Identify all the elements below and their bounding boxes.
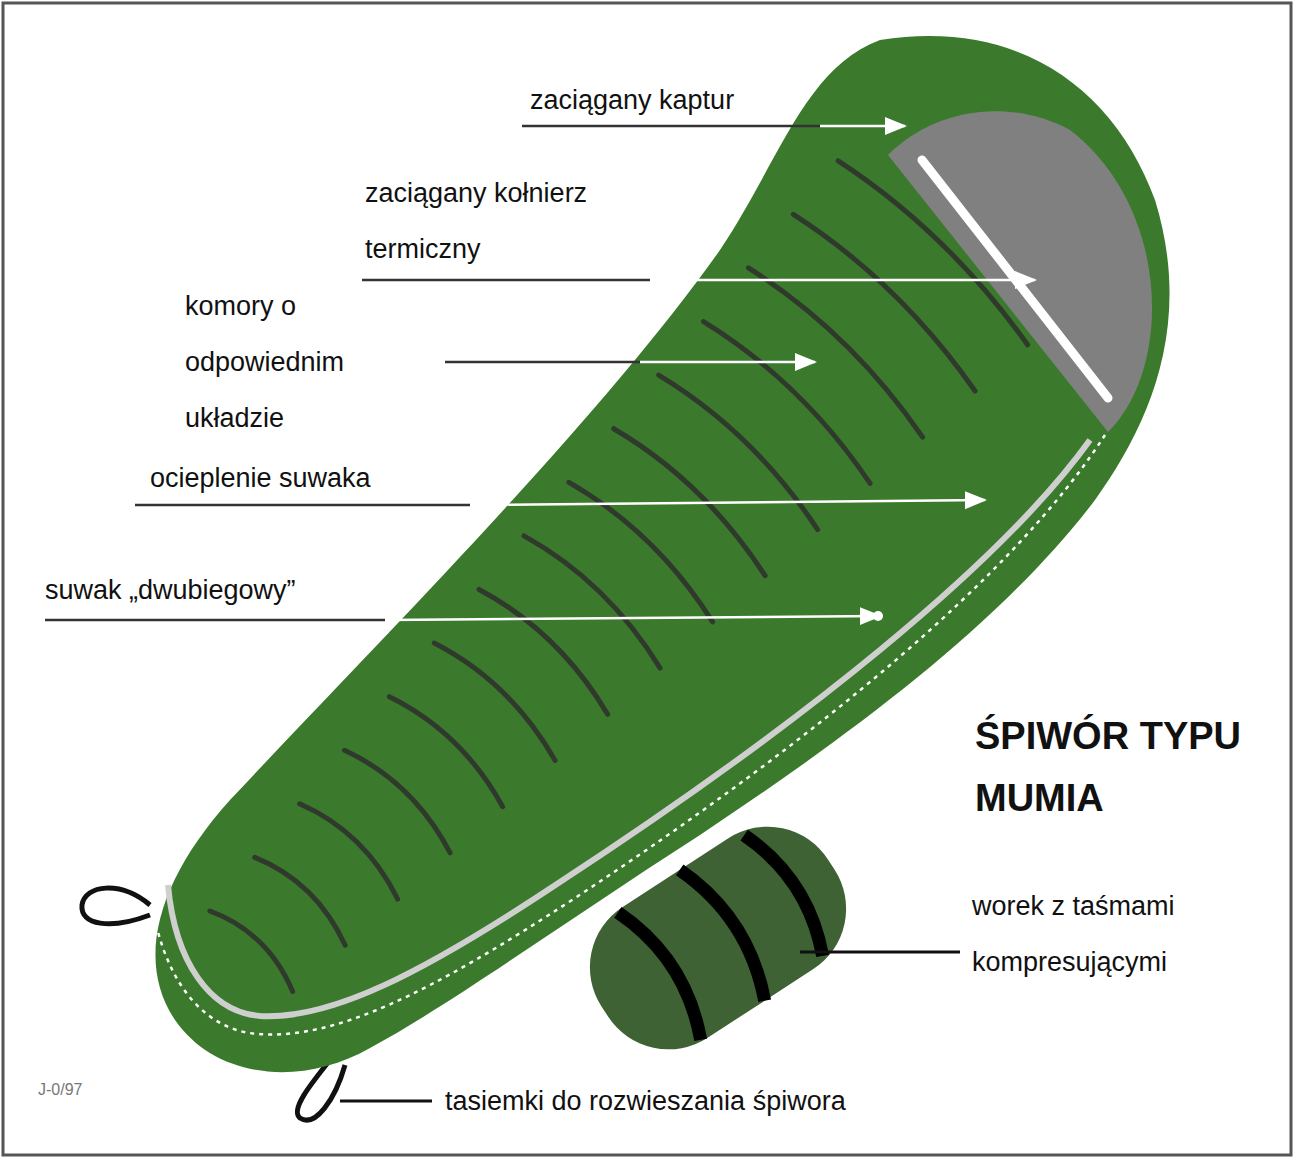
watermark: J-0/97 bbox=[38, 1080, 158, 1100]
chamber-seams bbox=[210, 161, 1028, 992]
part-label: tasiemki do rozwieszania śpiwora bbox=[445, 1073, 1005, 1129]
part-label: suwak „dwubiegowy” bbox=[45, 562, 405, 618]
title: ŚPIWÓR TYPU MUMIA bbox=[975, 705, 1265, 829]
hanging-loop bbox=[82, 888, 150, 924]
chamber-seam bbox=[479, 589, 607, 714]
chamber-seam bbox=[344, 750, 450, 853]
hood bbox=[888, 111, 1152, 432]
part-label: worek z taśmami kompresującymi bbox=[972, 878, 1187, 990]
chamber-seam bbox=[524, 536, 660, 668]
frame bbox=[3, 3, 1291, 1155]
leader-lines bbox=[45, 126, 1035, 1101]
chamber-seam bbox=[210, 911, 293, 991]
part-label: zaciągany kołnierz termiczny bbox=[365, 165, 665, 277]
chamber-seam bbox=[255, 857, 345, 945]
chamber-seam bbox=[793, 214, 975, 391]
part-label: zaciągany kaptur bbox=[530, 72, 860, 128]
chamber-seam bbox=[300, 804, 398, 899]
part-label: komory o odpowiednim układzie bbox=[185, 278, 440, 446]
part-label: ocieplenie suwaka bbox=[150, 450, 490, 506]
chamber-seam bbox=[748, 268, 922, 437]
compression-sack bbox=[562, 799, 873, 1077]
chamber-seam bbox=[434, 643, 555, 760]
chamber-seam bbox=[389, 697, 502, 807]
chamber-seam bbox=[659, 375, 818, 529]
